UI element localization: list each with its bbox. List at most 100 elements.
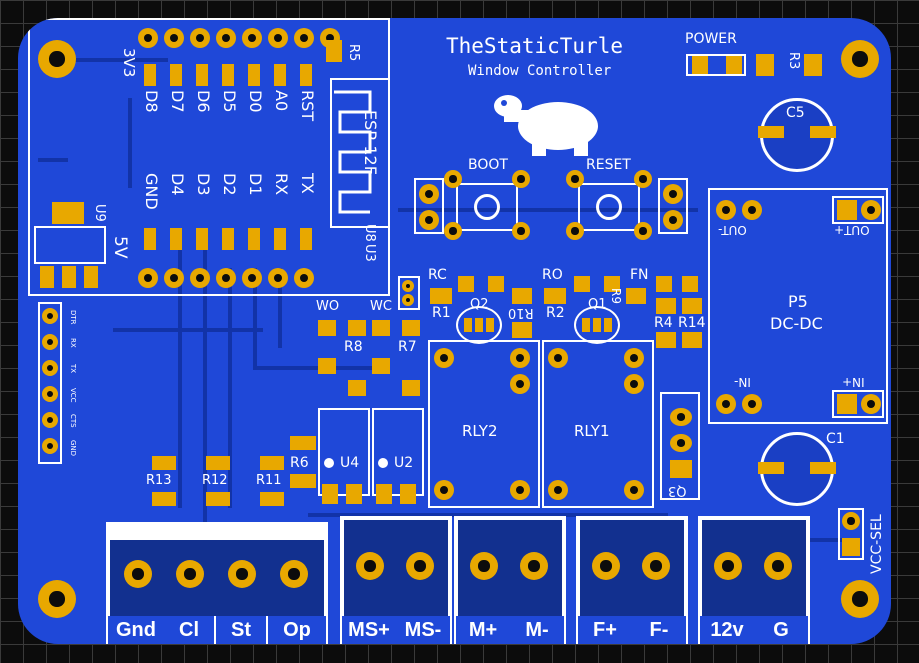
wo-label: WO <box>316 299 340 314</box>
u4-label: U4 <box>340 455 360 471</box>
r14-label: R14 <box>678 315 706 331</box>
c5-label: C5 <box>786 105 805 121</box>
terminal-ms-plus: MS+ <box>342 616 396 644</box>
mount-hole-br <box>841 580 879 618</box>
terminal-block-fan: F+ F- <box>576 516 688 644</box>
dcdc-out-plus: OUT+ <box>834 223 870 237</box>
u3-label: U3 <box>362 244 377 262</box>
header-pin-tx: TX <box>69 364 77 374</box>
pin-label-d4: D4 <box>168 173 187 196</box>
pin-label-d8: D8 <box>142 90 161 113</box>
terminal-f-plus: F+ <box>578 616 632 644</box>
antenna-trace <box>334 90 372 214</box>
r6-label: R6 <box>290 455 309 471</box>
q2-transistor <box>456 306 502 344</box>
r2-label: R2 <box>546 305 565 321</box>
r12-label: R12 <box>202 473 228 488</box>
terminal-ms-minus: MS- <box>396 616 450 644</box>
pin-label-rx: RX <box>272 173 291 196</box>
terminal-op: Op <box>268 616 326 644</box>
header-pin-vcc: VCC <box>69 388 77 403</box>
pin-label-d5: D5 <box>220 90 239 113</box>
pin-label-d7: D7 <box>168 90 187 113</box>
rly2-label: RLY2 <box>462 422 498 440</box>
rc-label: RC <box>428 267 447 283</box>
q2-label: Q2 <box>470 297 489 312</box>
terminal-st: St <box>216 616 266 644</box>
pin-label-tx: TX <box>298 173 317 194</box>
dcdc-module <box>708 188 888 424</box>
header-pin-gnd: GND <box>69 440 77 457</box>
serial-header <box>38 302 62 464</box>
boot-label: BOOT <box>468 157 508 173</box>
u9-pad <box>52 202 84 224</box>
relay-2 <box>428 340 540 508</box>
u9-outline <box>34 226 106 264</box>
r8-label: R8 <box>344 339 363 355</box>
r4-label: R4 <box>654 315 673 331</box>
dcdc-in-plus: IN+ <box>842 375 865 389</box>
pin-5v-label: 5V <box>110 236 130 259</box>
pin-label-gnd: GND <box>142 173 161 210</box>
terminal-block-motor: M+ M- <box>454 516 566 644</box>
pin-label-d1: D1 <box>246 173 265 196</box>
pcb-board: 3V3 D8 D7 D6 D5 D0 A0 RST GND D4 D3 D2 D… <box>18 18 891 644</box>
r3-label: R3 <box>786 52 801 70</box>
vcc-sel-jumper[interactable] <box>838 508 864 560</box>
mount-hole-tl <box>38 40 76 78</box>
esp-antenna-outline <box>330 78 388 228</box>
terminal-m-plus: M+ <box>456 616 510 644</box>
u2-label: U2 <box>394 455 414 471</box>
board-subtitle: Window Controller <box>468 63 612 79</box>
terminal-block-ms: MS+ MS- <box>340 516 452 644</box>
pin-label-rst: RST <box>298 90 317 122</box>
dcdc-in-minus: IN- <box>734 375 751 389</box>
r1-label: R1 <box>432 305 451 321</box>
dcdc-ref: P5 <box>788 292 808 311</box>
terminal-m-minus: M- <box>510 616 564 644</box>
header-pin-dtr: DTR <box>69 310 77 325</box>
terminal-block-power: 12v G <box>698 516 810 644</box>
board-title: TheStaticTurle <box>446 34 624 58</box>
vcc-sel-label: VCC-SEL <box>869 514 885 574</box>
mount-hole-tr <box>841 40 879 78</box>
pin-label-a0: A0 <box>272 90 291 112</box>
reset-button[interactable] <box>578 183 640 231</box>
q1-label: Q1 <box>588 297 607 312</box>
rly1-label: RLY1 <box>574 422 610 440</box>
q3-transistor <box>660 392 700 500</box>
pin-label-d2: D2 <box>220 173 239 196</box>
terminal-gnd: Gnd <box>108 616 164 644</box>
turtle-logo <box>494 95 598 156</box>
r9-label: R9 <box>609 288 623 304</box>
u2-chip <box>372 408 424 496</box>
boot-button[interactable] <box>456 183 518 231</box>
reset-label: RESET <box>586 157 631 173</box>
fn-label: FN <box>630 267 649 283</box>
q3-label: Q3 <box>668 483 687 498</box>
r7-label: R7 <box>398 339 417 355</box>
pin-label-d6: D6 <box>194 90 213 113</box>
pin-label-d3: D3 <box>194 173 213 196</box>
terminal-block-sensors: Gnd Cl St Op <box>106 522 328 644</box>
dcdc-out-minus: OUT- <box>718 223 747 237</box>
dcdc-name: DC-DC <box>770 314 823 333</box>
r11-label: R11 <box>256 473 282 488</box>
pin-3v3-label: 3V3 <box>120 48 138 78</box>
u4-chip <box>318 408 370 496</box>
power-label: POWER <box>685 31 737 47</box>
c1-label: C1 <box>826 431 845 447</box>
wc-label: WC <box>370 299 392 314</box>
relay-1 <box>542 340 654 508</box>
esp-module-outline <box>28 18 390 296</box>
header-pin-rx: RX <box>69 338 77 348</box>
terminal-cl: Cl <box>164 616 214 644</box>
mount-hole-bl <box>38 580 76 618</box>
terminal-12v: 12v <box>700 616 754 644</box>
pin-label-d0: D0 <box>246 90 265 113</box>
terminal-g: G <box>754 616 808 644</box>
r13-label: R13 <box>146 473 172 488</box>
r5-label: R5 <box>346 44 361 62</box>
ro-label: RO <box>542 267 563 283</box>
q1-transistor <box>574 306 620 344</box>
